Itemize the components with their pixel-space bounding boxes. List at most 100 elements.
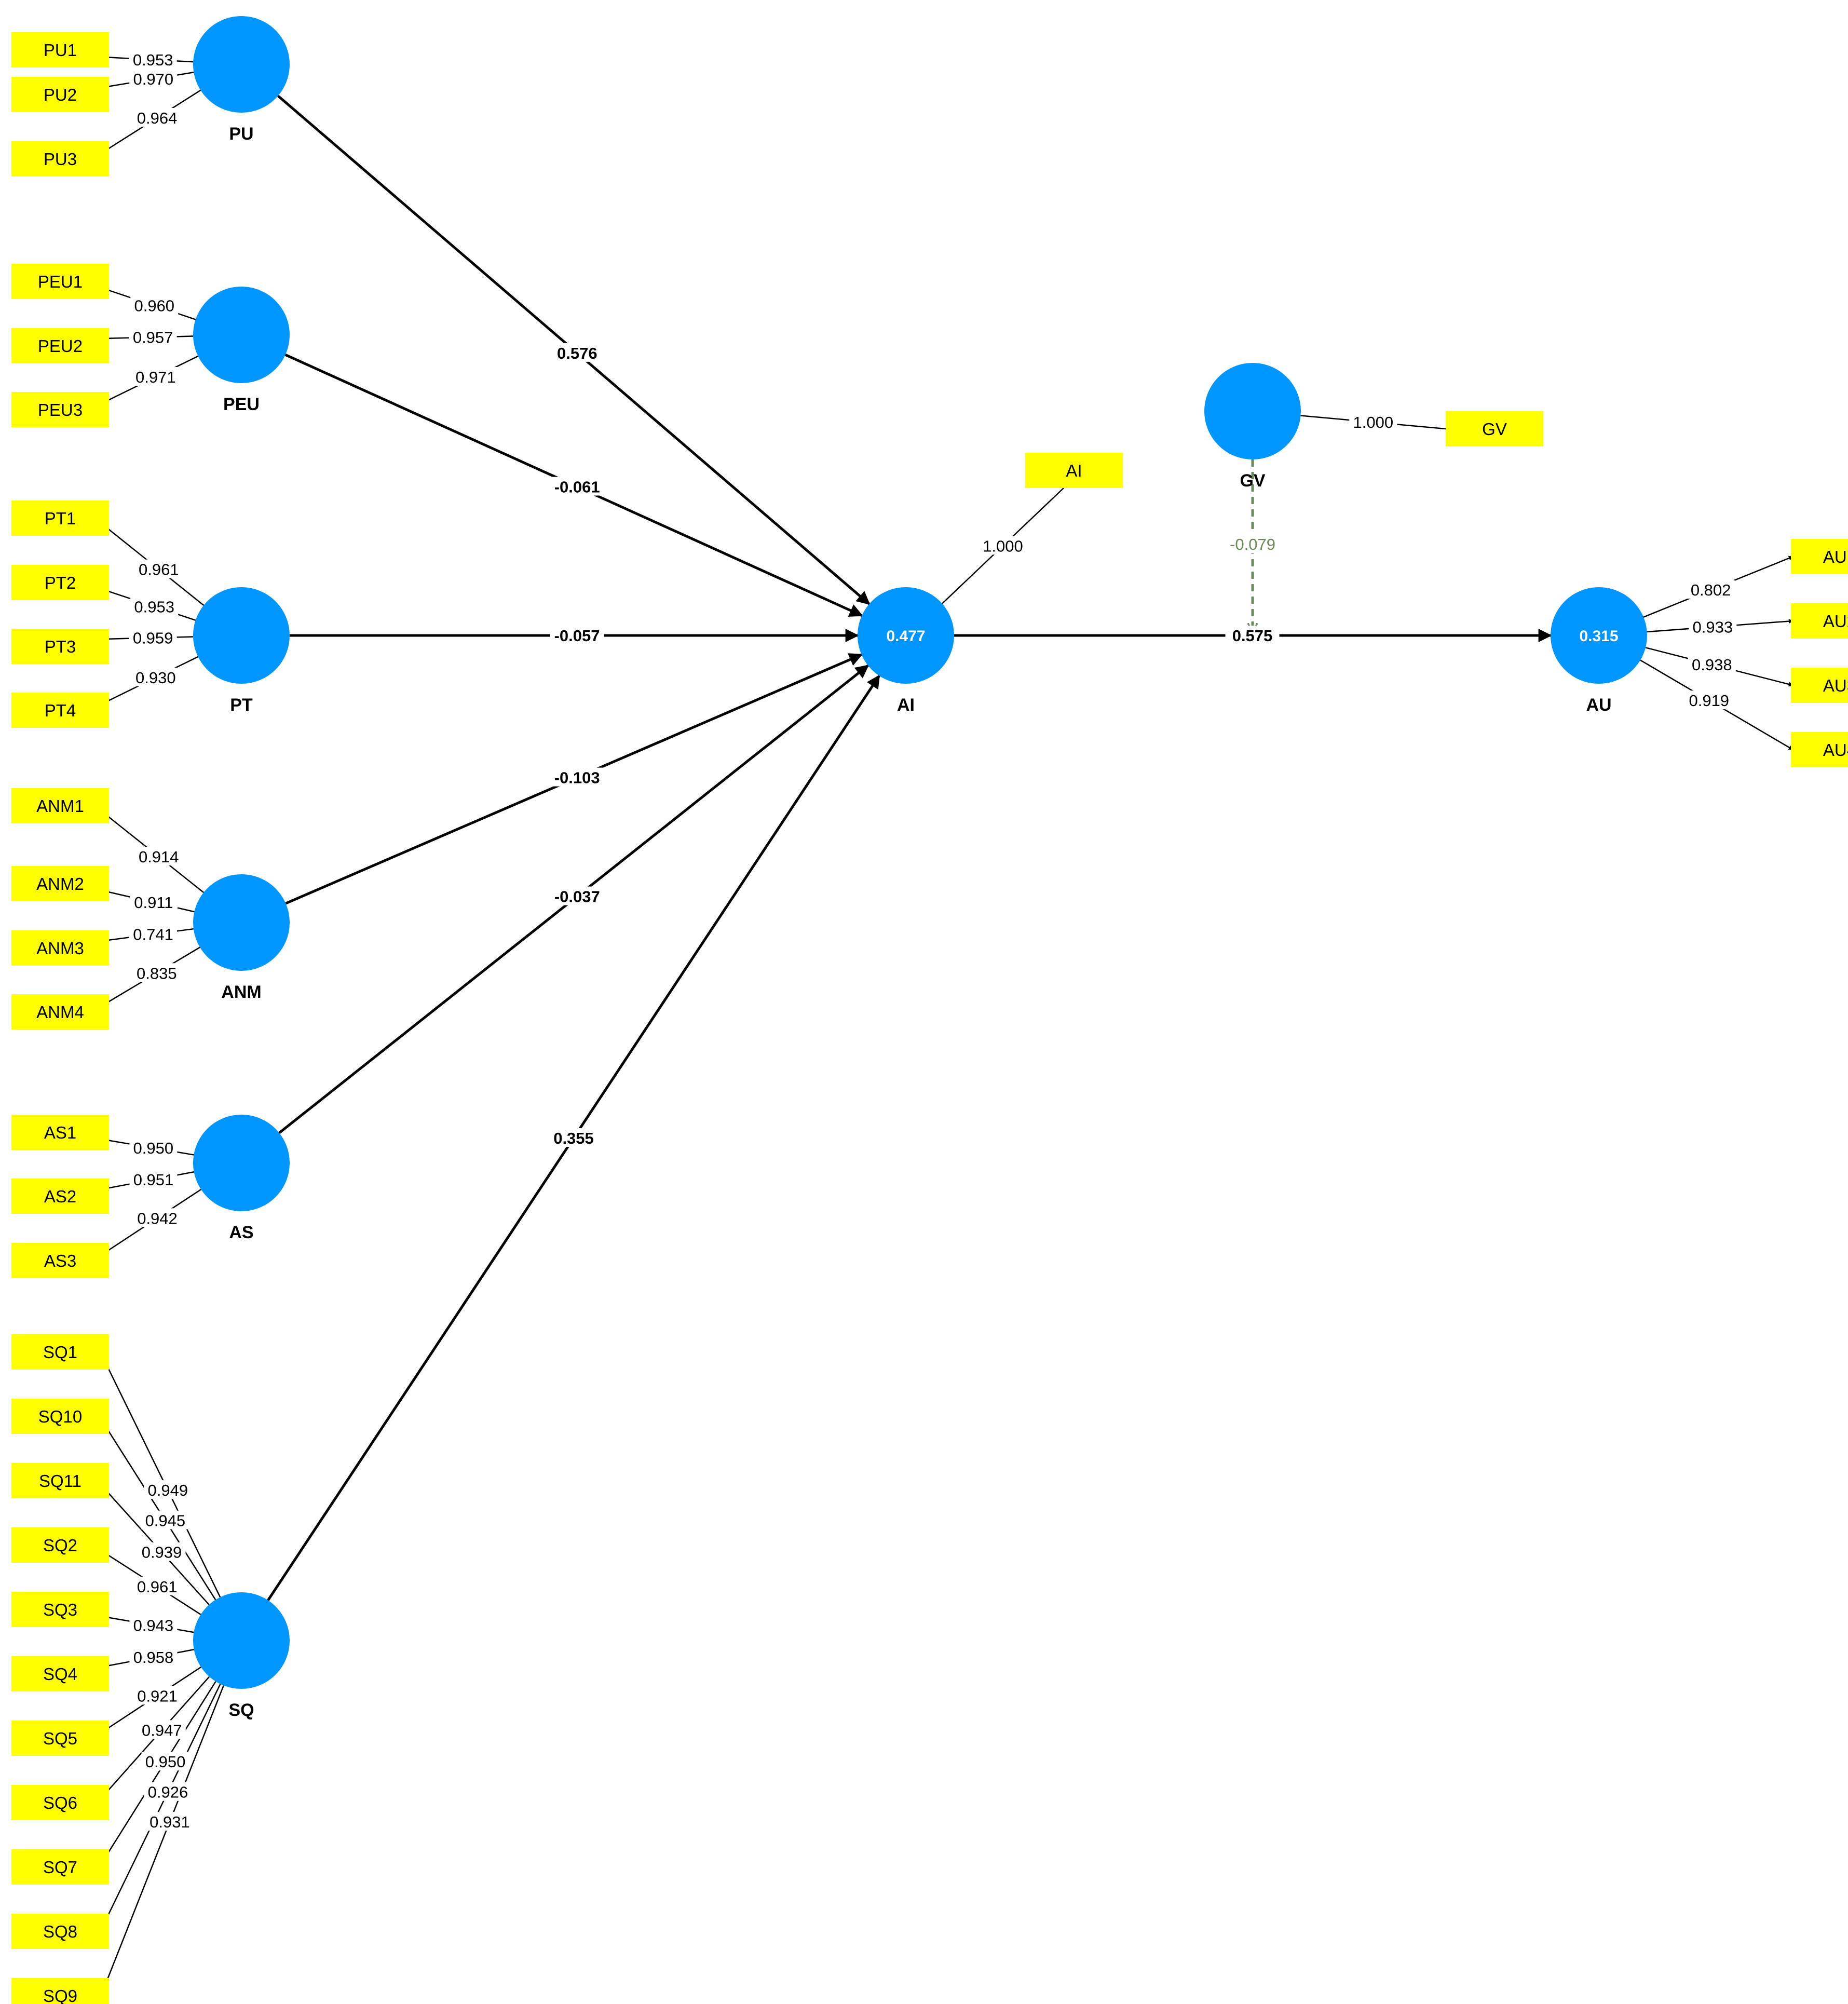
indicator-pt2[interactable] xyxy=(11,565,109,600)
indicator-pt4[interactable] xyxy=(11,693,109,728)
loading-value-anm4: 0.835 xyxy=(137,964,177,982)
loading-value-au3: 0.938 xyxy=(1692,656,1732,674)
indicator-as3[interactable] xyxy=(11,1243,109,1278)
indicator-anm3[interactable] xyxy=(11,930,109,966)
loading-value-sq3: 0.943 xyxy=(133,1617,174,1635)
indicator-label-sq9: SQ9 xyxy=(43,1986,77,2004)
loading-value-sq1: 0.949 xyxy=(147,1481,188,1499)
indicator-label-pu2: PU2 xyxy=(44,85,77,104)
latent-label-au: AU xyxy=(1586,695,1611,715)
indicator-sq11[interactable] xyxy=(11,1463,109,1498)
loading-value-as2: 0.951 xyxy=(133,1171,174,1189)
loading-line-sq7 xyxy=(103,1681,216,1860)
latent-label-peu: PEU xyxy=(223,395,260,414)
loading-label-bg xyxy=(141,1510,189,1529)
loading-label-bg xyxy=(129,50,177,69)
path-label-bg xyxy=(550,477,604,496)
loading-label-bg xyxy=(129,327,177,346)
indicator-sq7[interactable] xyxy=(11,1849,109,1885)
indicator-label-sq5: SQ5 xyxy=(43,1729,77,1748)
indicator-pt3[interactable] xyxy=(11,629,109,664)
loading-label-bg xyxy=(138,1720,186,1739)
indicator-au3[interactable] xyxy=(1791,668,1848,703)
r-squared-ai: 0.477 xyxy=(886,628,925,645)
indicator-sq5[interactable] xyxy=(11,1721,109,1756)
loading-value-pt1: 0.961 xyxy=(139,561,179,579)
loading-label-bg xyxy=(1689,617,1737,636)
loading-label-bg xyxy=(133,1576,181,1595)
moderation-label-bg xyxy=(1226,534,1280,553)
indicator-as2[interactable] xyxy=(11,1179,109,1214)
indicator-peu3[interactable] xyxy=(11,392,109,427)
loading-label-bg xyxy=(129,1647,178,1666)
indicator-peu1[interactable] xyxy=(11,264,109,299)
loading-label-bg xyxy=(129,1169,178,1188)
loading-value-gv: 1.000 xyxy=(1353,413,1394,431)
indicator-sq9[interactable] xyxy=(11,1978,109,2004)
latent-au[interactable] xyxy=(1551,587,1647,684)
indicator-label-sq1: SQ1 xyxy=(43,1343,77,1362)
loading-value-as3: 0.942 xyxy=(137,1209,178,1227)
structural-paths-layer xyxy=(267,94,1552,1601)
latent-anm[interactable] xyxy=(193,874,290,971)
indicator-au4[interactable] xyxy=(1791,732,1848,767)
loading-line-sq8 xyxy=(103,1684,221,1925)
indicator-label-peu1: PEU1 xyxy=(38,272,83,291)
labels-layer: PUPEUPTANMASSQAI0.477GVAU0.315PU10.953PU… xyxy=(36,40,1848,2004)
indicator-au2[interactable] xyxy=(1791,603,1848,639)
loading-value-sq7: 0.950 xyxy=(145,1753,186,1771)
latent-ai[interactable] xyxy=(858,587,954,684)
indicator-anm4[interactable] xyxy=(11,994,109,1030)
loading-label-bg xyxy=(129,924,178,943)
indicator-pu2[interactable] xyxy=(11,77,109,112)
indicator-as1[interactable] xyxy=(11,1115,109,1150)
loading-label-bg xyxy=(144,1782,192,1801)
indicator-label-pt2: PT2 xyxy=(45,573,76,592)
latent-label-as: AS xyxy=(229,1223,253,1242)
loading-value-au2: 0.933 xyxy=(1693,618,1733,637)
indicator-peu2[interactable] xyxy=(11,328,109,363)
path-label-bg xyxy=(547,1128,601,1147)
indicator-label-anm2: ANM2 xyxy=(36,874,84,893)
indicator-sq3[interactable] xyxy=(11,1592,109,1627)
indicator-anm2[interactable] xyxy=(11,866,109,901)
indicator-label-peu2: PEU2 xyxy=(38,336,83,356)
indicator-sq8[interactable] xyxy=(11,1914,109,1949)
indicator-label-as2: AS2 xyxy=(44,1187,76,1206)
loading-label-bg xyxy=(145,1812,194,1831)
latent-as[interactable] xyxy=(193,1115,290,1211)
latent-label-pu: PU xyxy=(229,124,253,144)
loading-label-bg xyxy=(129,69,178,88)
indicator-sq2[interactable] xyxy=(11,1527,109,1563)
indicator-label-pu3: PU3 xyxy=(44,150,77,169)
loading-value-sq9: 0.931 xyxy=(150,1813,190,1831)
loading-label-bg xyxy=(130,295,179,315)
indicator-label-anm3: ANM3 xyxy=(36,939,84,958)
indicator-label-sq2: SQ2 xyxy=(43,1536,77,1555)
indicator-sq6[interactable] xyxy=(11,1785,109,1820)
latent-pt[interactable] xyxy=(193,587,290,684)
indicator-sq4[interactable] xyxy=(11,1656,109,1691)
loading-label-bg xyxy=(133,107,181,127)
indicator-au1[interactable] xyxy=(1791,539,1848,574)
indicator-ai[interactable] xyxy=(1025,453,1123,488)
loading-value-sq4: 0.958 xyxy=(133,1648,174,1667)
path-label-bg xyxy=(1225,626,1280,644)
indicator-anm1[interactable] xyxy=(11,788,109,823)
latent-sq[interactable] xyxy=(193,1592,290,1689)
indicator-sq1[interactable] xyxy=(11,1334,109,1370)
indicator-gv[interactable] xyxy=(1446,411,1543,446)
indicator-label-pt1: PT1 xyxy=(45,509,76,528)
loading-value-anm1: 0.914 xyxy=(139,848,179,866)
latent-pu[interactable] xyxy=(193,16,290,113)
indicator-pu1[interactable] xyxy=(11,32,109,67)
indicator-pu3[interactable] xyxy=(11,141,109,177)
indicator-pt1[interactable] xyxy=(11,500,109,536)
indicator-sq10[interactable] xyxy=(11,1399,109,1434)
indicator-label-anm4: ANM4 xyxy=(36,1003,84,1022)
loading-value-sq6: 0.947 xyxy=(142,1721,182,1739)
latent-gv[interactable] xyxy=(1204,363,1301,459)
latent-peu[interactable] xyxy=(193,287,290,383)
moderation-coef-gv: -0.079 xyxy=(1230,535,1275,553)
